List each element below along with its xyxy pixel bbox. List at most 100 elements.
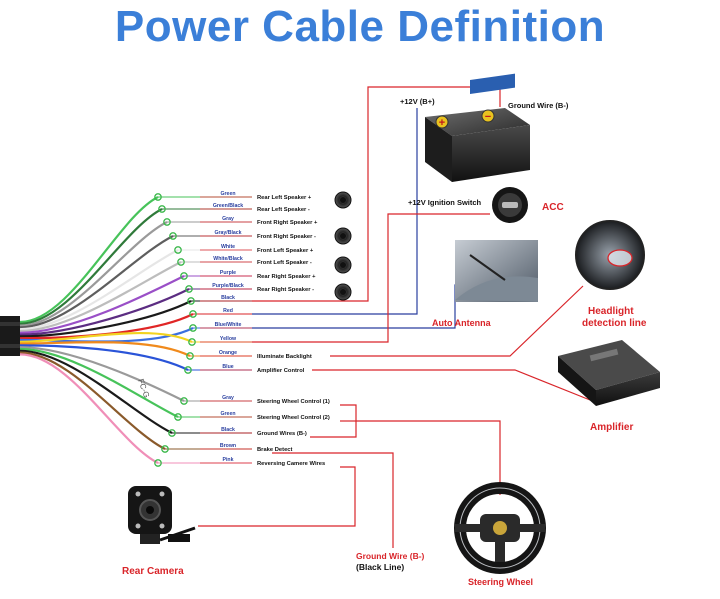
battery-positive-label: +12V (B+) [400, 97, 435, 106]
wire-color-label: White [221, 244, 235, 250]
ground-wire-top-label: Ground Wire (B-) [508, 101, 569, 110]
harness-wire [19, 341, 191, 357]
harness-wire [19, 300, 192, 338]
route-ground-join [310, 421, 357, 438]
harness-wire [19, 208, 163, 325]
wire-color-label: Gray [222, 216, 234, 222]
wire-color-label: Green [221, 191, 236, 197]
wire-color-label: Brown [220, 443, 236, 449]
wire-end-ring [174, 413, 182, 421]
wire-end-ring [158, 205, 166, 213]
battery-minus: − [485, 111, 491, 123]
wire-end-ring [161, 445, 169, 453]
harness-wire [19, 249, 179, 331]
headlight-label-2: detection line [582, 318, 647, 329]
steering-wheel-label: Steering Wheel [468, 577, 533, 587]
wire-color-label: Orange [219, 350, 237, 356]
harness-wire [19, 346, 185, 402]
wire-function-label: Rear Right Speaker - [257, 287, 314, 293]
wire-function-label: Rear Right Speaker + [257, 274, 316, 280]
wire-function-label: Reversing Camere Wires [257, 461, 325, 467]
speaker-icon [334, 191, 352, 209]
harness-wire [19, 331, 193, 343]
wire-color-label: Gray [222, 395, 234, 401]
black-line-label: (Black Line) [356, 562, 404, 572]
headlight-image [575, 220, 645, 290]
wire-color-label: Pink [223, 457, 234, 463]
wire-end-ring [180, 397, 188, 405]
wire-function-label: Illuminate Backlight [257, 354, 312, 360]
wire-color-label: Green [221, 411, 236, 417]
wire-function-label: Amplifier Control [257, 368, 305, 374]
wire-end-ring [188, 338, 196, 346]
wire-end-ring [177, 258, 185, 266]
headlight-label-1: Headlight [588, 306, 634, 317]
wire-color-label: Black [221, 427, 235, 433]
battery-icon: + − [425, 73, 530, 182]
wire-end-ring [185, 285, 193, 293]
harness-wire [19, 196, 159, 324]
wire-function-label: Steering Wheel Control (1) [257, 399, 330, 405]
steering-wheel-image [454, 482, 546, 574]
wire-color-label: Purple/Black [212, 283, 244, 289]
amplifier-label: Amplifier [590, 422, 633, 433]
wire-end-ring [154, 459, 162, 467]
wire-color-label: Black [221, 295, 235, 301]
acc-label: ACC [542, 202, 564, 213]
wire-function-label: Front Right Speaker + [257, 220, 318, 226]
auto-antenna-label: Auto Antenna [432, 318, 492, 328]
callout-texts: +12V (B+) Ground Wire (B-) +12V Ignition… [122, 97, 647, 587]
wire-color-label: White/Black [213, 256, 243, 262]
route-brake-detect [272, 452, 394, 548]
ground-wire-bottom-label: Ground Wire (B-) [356, 551, 425, 561]
page-title: Power Cable Definition [114, 2, 606, 51]
wire-end-ring [163, 218, 171, 226]
wire-end-ring [154, 193, 162, 201]
harness-wire [19, 288, 190, 336]
route-reverse-camera [198, 466, 356, 527]
wire-function-label: Ground Wires (B-) [257, 431, 307, 437]
harness-wire [19, 235, 174, 329]
wire-end-ring [168, 429, 176, 437]
amplifier-image [558, 340, 660, 406]
ignition-key-icon [492, 187, 528, 223]
wire-color-label: Purple [220, 270, 236, 276]
harness-wire [19, 275, 185, 334]
speaker-icon [334, 256, 352, 274]
harness-wire [19, 351, 166, 450]
wire-end-ring [187, 297, 195, 305]
wire-end-ring [186, 352, 194, 360]
route-black-to-ground [252, 86, 501, 302]
wire-color-label: Green/Black [213, 203, 243, 209]
harness-wire [19, 349, 173, 434]
battery-plus: + [439, 117, 445, 129]
harness-wire [19, 261, 182, 333]
wire-function-label: Front Right Speaker - [257, 234, 316, 240]
speaker-icon [334, 283, 352, 301]
ignition-switch-label: +12V Ignition Switch [408, 198, 482, 207]
route-orange-to-headlight [330, 285, 584, 357]
wire-end-ring [189, 324, 197, 332]
route-yellow-to-acc [252, 213, 490, 343]
wire-function-label: Rear Left Speaker + [257, 195, 312, 201]
rear-camera-label: Rear Camera [122, 566, 184, 577]
wire-function-label: Brake Detect [257, 447, 293, 453]
wire-end-ring [184, 366, 192, 374]
wire-end-ring [169, 232, 177, 240]
auto-antenna-image [455, 240, 538, 302]
harness-wire [19, 347, 179, 418]
speaker-icon [334, 227, 352, 245]
wire-color-label: Gray/Black [214, 230, 241, 236]
wire-function-label: Front Left Speaker - [257, 260, 312, 266]
harness-wire [19, 221, 168, 327]
rear-camera-image [128, 486, 196, 544]
wire-end-ring [189, 310, 197, 318]
wire-color-label: Yellow [220, 336, 237, 342]
wire-end-ring [174, 246, 182, 254]
route-steering-wheel [340, 404, 501, 495]
wire-function-label: Rear Left Speaker - [257, 207, 310, 213]
harness-wire [19, 344, 189, 371]
harness-connector [0, 316, 20, 356]
